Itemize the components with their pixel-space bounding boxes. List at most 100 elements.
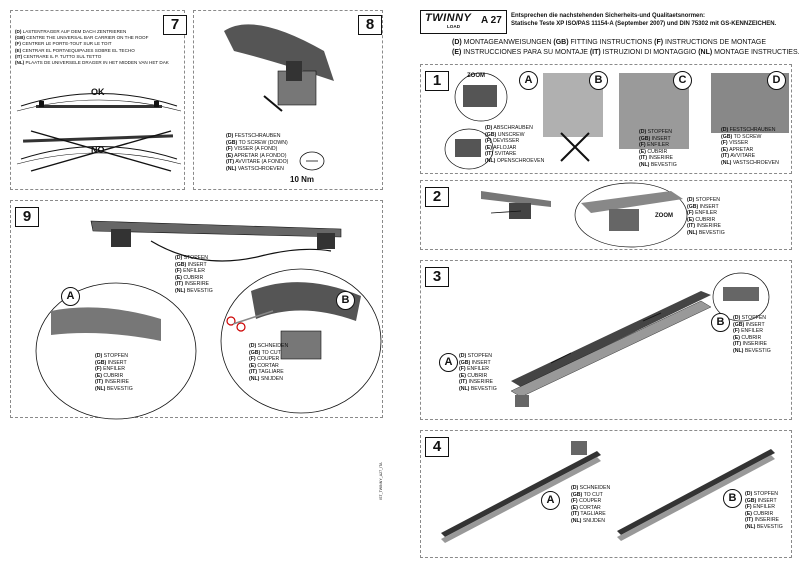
detail-marker-b: B	[711, 313, 730, 332]
instruction-text: INSTRUCTIONS DE MONTAGE	[663, 39, 766, 46]
language-code: (F)	[249, 356, 256, 363]
instruction-line: (D) FESTSCHRAUBEN	[721, 127, 779, 134]
language-code: (E)	[745, 510, 752, 517]
language-code: (F)	[745, 504, 752, 511]
instruction-text: CUBRIR	[739, 334, 762, 341]
language-code: (E)	[639, 148, 646, 155]
instruction-text: STOPFEN	[102, 353, 129, 359]
instruction-text: CENTRE THE UNIVERSAL BAR CARRIER ON THE …	[24, 35, 149, 41]
instruction-line: (IT) ISTRUZIONI DI MONTAGGIO	[590, 49, 698, 56]
instruction-text: ENFILER	[739, 328, 763, 335]
step-1-illustrations	[444, 72, 789, 170]
instruction-text: TO CUT	[260, 349, 281, 356]
language-code: (NL)	[687, 229, 698, 236]
instruction-text: CUBRIR	[181, 274, 204, 281]
brand-logo: TWINNY LOAD A 27	[420, 10, 507, 34]
car-roof-ok-illustration	[16, 93, 182, 172]
instruction-line: (GB) CENTRE THE UNIVERSAL BAR CARRIER ON…	[15, 35, 169, 41]
instruction-text: APRETAR (A FONDO)	[232, 152, 287, 159]
brand-sub: LOAD	[447, 24, 461, 29]
language-code: (IT)	[175, 281, 184, 288]
instruction-line: (IT) AVVITARE	[721, 153, 779, 160]
detail-marker-b: B	[723, 489, 742, 508]
instruction-line: (E) CUBRIR	[639, 149, 677, 156]
instruction-line: (E) CUBRIR	[745, 511, 783, 518]
language-code: (E)	[95, 372, 102, 379]
instruction-line: (GB) TO CUT	[571, 492, 610, 499]
language-code: (GB)	[639, 135, 651, 142]
roof-bar-illustration	[35, 220, 382, 420]
document-side-code: IST_TWINNY_A27_ITA	[379, 462, 383, 500]
instruction-text: INSTRUCCIONES PARA SU MONTAJE	[461, 49, 590, 56]
instruction-line: (GB) INSERT	[687, 204, 725, 211]
language-code: (F)	[733, 328, 740, 335]
instruction-text: AVVITARE	[729, 153, 756, 160]
instruction-text: ENFILER	[693, 210, 717, 217]
instruction-text: INSERIRE	[741, 341, 768, 348]
instruction-line: (D) STOPFEN	[175, 255, 213, 262]
language-code: (D)	[639, 129, 647, 135]
instruction-text: PLAATS DE UNIVERSELE DRAGER IN HET MIDDE…	[24, 60, 169, 66]
language-code: (D)	[226, 133, 234, 139]
instruction-text: BEVESTIG	[697, 229, 725, 236]
instruction-line: (D) STOPFEN	[95, 353, 133, 360]
language-code: (NL)	[698, 49, 713, 56]
instruction-line: (D) SCHNEIDEN	[249, 343, 288, 350]
instruction-text: BEVESTIG	[185, 287, 213, 294]
instruction-text: FITTING INSTRUCTIONS	[568, 39, 655, 46]
instruction-line: (GB) INSERT	[175, 262, 213, 269]
instruction-line: (GB) TO SCREW	[721, 134, 779, 141]
instruction-text: ABSCHRAUBEN	[492, 125, 533, 131]
instruction-line: (NL) VASTSCHROEVEN	[721, 160, 779, 167]
title-line-2: (E) INSTRUCCIONES PARA SU MONTAJE (IT) I…	[452, 49, 800, 57]
language-code: (GB)	[553, 39, 569, 46]
language-code: (GB)	[226, 139, 238, 146]
language-code: (E)	[687, 216, 694, 223]
instruction-text: LASTENTRAGER AUF DEM DACH ZENTRIEREN	[21, 29, 127, 34]
language-code: (NL)	[459, 385, 470, 392]
instruction-text: COUPER	[577, 498, 602, 505]
instruction-line: (D) FESTSCHRAUBEN	[226, 133, 288, 140]
instruction-line: (D) MONTAGEANWEISUNGEN	[452, 39, 553, 46]
language-code: (F)	[687, 210, 694, 217]
step-number: 3	[425, 267, 449, 287]
instruction-text: CUBRIR	[101, 372, 124, 379]
language-code: (D)	[733, 315, 741, 321]
instruction-text: VISSER (A FOND)	[232, 146, 278, 153]
instruction-text: VISSER	[727, 140, 749, 147]
instruction-line: (D) STOPFEN	[687, 197, 725, 204]
language-code: (E)	[485, 144, 492, 151]
step-number: 1	[425, 71, 449, 91]
language-code: (E)	[175, 274, 182, 281]
instruction-line: (E) CUBRIR	[733, 335, 771, 342]
torque-value: 10 Nm	[290, 175, 315, 184]
language-code: (F)	[226, 146, 233, 153]
insert-instructions-a: (D) STOPFEN(GB) INSERT(F) ENFILER(E) CUB…	[95, 353, 133, 393]
instruction-text: MONTAGE INSTRUCTIES.	[712, 49, 800, 56]
step-1-panel: 1 ZOOM A B C D (D) ABSCHRAUBEN(GB) UNSCR…	[420, 64, 792, 174]
cut-instructions-b: (D) SCHNEIDEN(GB) TO CUT(F) COUPER(E) CO…	[249, 343, 288, 383]
instruction-line: (NL) BEVESTIG	[459, 386, 497, 393]
language-code: (IT)	[249, 369, 258, 376]
language-code: (D)	[459, 353, 467, 359]
instruction-text: BEVESTIG	[755, 523, 783, 530]
language-code: (D)	[687, 197, 695, 203]
instruction-line: (GB) INSERT	[733, 322, 771, 329]
language-code: (NL)	[721, 159, 732, 166]
instruction-line: (F) COUPER	[249, 356, 288, 363]
instruction-text: CENTRER LE PORTE-TOUT SUR LE TOIT	[20, 41, 112, 47]
instruction-line: (NL) BEVESTIG	[745, 524, 783, 531]
detail-marker-b: B	[336, 291, 355, 310]
instruction-text: CENTRAR EL PORTAEQUIPAJES SOBRE EL TECHO	[21, 47, 135, 53]
instruction-line: (F) ENFILER	[175, 268, 213, 275]
language-code: (F)	[175, 268, 182, 275]
instruction-line: (E) CORTAR	[249, 363, 288, 370]
instruction-line: (D) ABSCHRAUBEN	[485, 125, 544, 132]
language-code: (F)	[721, 140, 728, 147]
language-code: (D)	[721, 127, 729, 133]
instruction-text: SNIJDEN	[581, 517, 606, 524]
instruction-text: ENFILER	[645, 142, 669, 149]
step-9-panel: 9 A B (D) STOPFEN(GB) INSERT(F) ENFILER(…	[10, 200, 383, 420]
language-code: (F)	[571, 498, 578, 505]
instruction-text: STOPFEN	[740, 315, 767, 321]
